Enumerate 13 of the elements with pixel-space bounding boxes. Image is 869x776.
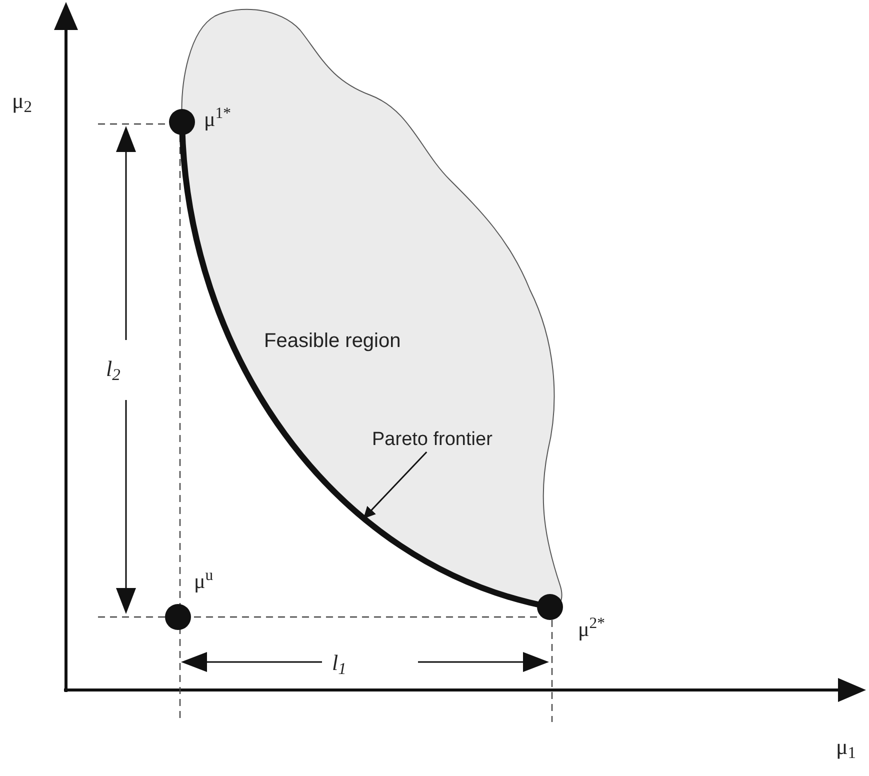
point-marker <box>537 594 563 620</box>
point-label: μ$^{u}$ <box>194 566 214 595</box>
leader-arrow <box>363 451 428 519</box>
point-label: μ$^{2*}$ <box>578 614 606 643</box>
axis-label: μ$_{1}$ <box>836 733 856 763</box>
point-label: μ$^{1*}$ <box>204 104 232 133</box>
dimension-label: l$_{1}$ <box>332 649 346 679</box>
annotation-text: Pareto frontier <box>372 428 504 452</box>
point-marker <box>169 109 195 135</box>
axis-label: μ$_{2}$ <box>12 87 32 117</box>
point-marker <box>165 604 191 630</box>
dimension-label: l$_{2}$ <box>106 355 120 385</box>
region-label: Feasible region <box>264 329 401 354</box>
